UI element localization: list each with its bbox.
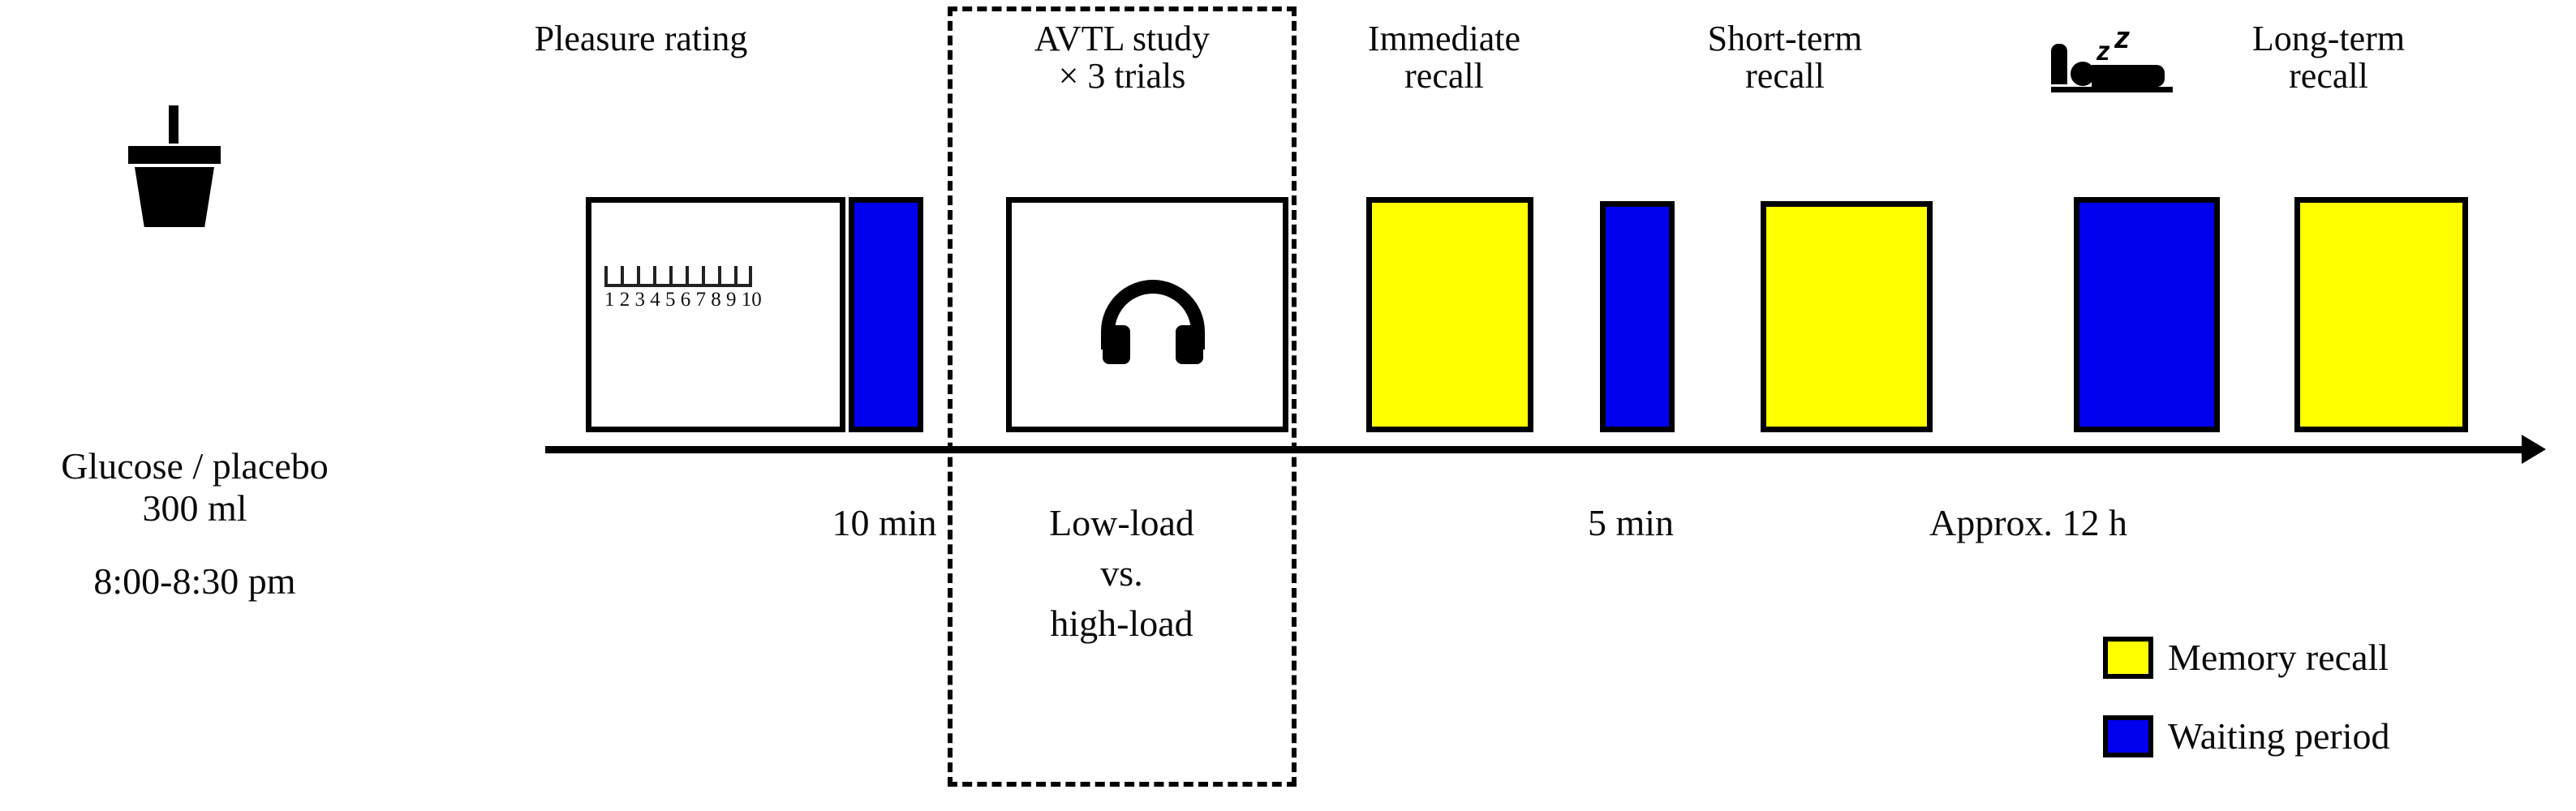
phase-box-wait-5-min[interactable] xyxy=(1600,201,1675,432)
rating-scale-numbers: 1 2 3 4 5 6 7 8 9 10 xyxy=(604,289,762,311)
label-long-term-line1: Long-term xyxy=(2251,19,2406,58)
sleep-z-small: z xyxy=(2096,36,2110,66)
legend-label-waiting-period: Waiting period xyxy=(2168,715,2390,757)
rating-scale: 1 2 3 4 5 6 7 8 9 10 xyxy=(604,266,762,311)
phase-box-short-term-recall[interactable] xyxy=(1761,201,1933,432)
label-immediate-line2: recall xyxy=(1404,56,1484,96)
intervention-line3: 8:00-8:30 pm xyxy=(93,560,296,602)
label-load-line3: high-load xyxy=(1050,603,1193,644)
legend-swatch-memory-recall xyxy=(2103,637,2153,679)
intervention-line1: Glucose / placebo xyxy=(61,445,329,487)
legend-swatch-waiting-period xyxy=(2103,715,2153,757)
label-5-min: 5 min xyxy=(1587,502,1675,543)
headphones-icon xyxy=(1101,280,1205,364)
label-load-line1: Low-load xyxy=(1049,502,1194,543)
label-10-min: 10 min xyxy=(832,502,937,543)
label-approx-12h: Approx. 12 h xyxy=(1929,502,2128,543)
label-avtl-line1: AVTL study xyxy=(1034,19,1211,58)
drink-cup-icon xyxy=(122,105,227,227)
phase-box-avtl-study[interactable] xyxy=(1006,197,1288,432)
phase-box-immediate-recall[interactable] xyxy=(1366,197,1533,432)
legend-item-waiting-period: Waiting period xyxy=(2103,715,2390,757)
legend-item-memory-recall: Memory recall xyxy=(2103,637,2389,679)
phase-box-wait-10-min[interactable] xyxy=(849,197,923,432)
label-pleasure-rating: Pleasure rating xyxy=(534,19,748,58)
label-short-term-line2: recall xyxy=(1745,56,1825,96)
intervention-line2: 300 ml xyxy=(142,487,247,529)
sleep-z-large: z xyxy=(2114,21,2130,55)
rating-scale-ticks xyxy=(604,266,752,287)
timeline-arrowhead xyxy=(2522,435,2546,464)
label-short-term-line1: Short-term xyxy=(1707,19,1863,58)
phase-box-pleasure-rating[interactable]: 1 2 3 4 5 6 7 8 9 10 xyxy=(586,197,845,432)
avtl-highlight-region xyxy=(948,6,1297,787)
sleeping-bed-icon: z z xyxy=(2051,21,2173,92)
label-long-term-line2: recall xyxy=(2289,56,2368,96)
phase-box-long-term-recall[interactable] xyxy=(2294,197,2468,432)
label-load-line2: vs. xyxy=(1100,552,1143,594)
label-immediate-line1: Immediate xyxy=(1367,19,1521,58)
timeline-axis xyxy=(545,446,2525,453)
legend-label-memory-recall: Memory recall xyxy=(2168,637,2389,678)
phase-box-sleep-12h[interactable] xyxy=(2074,197,2220,432)
label-avtl-line2: × 3 trials xyxy=(1058,56,1186,96)
